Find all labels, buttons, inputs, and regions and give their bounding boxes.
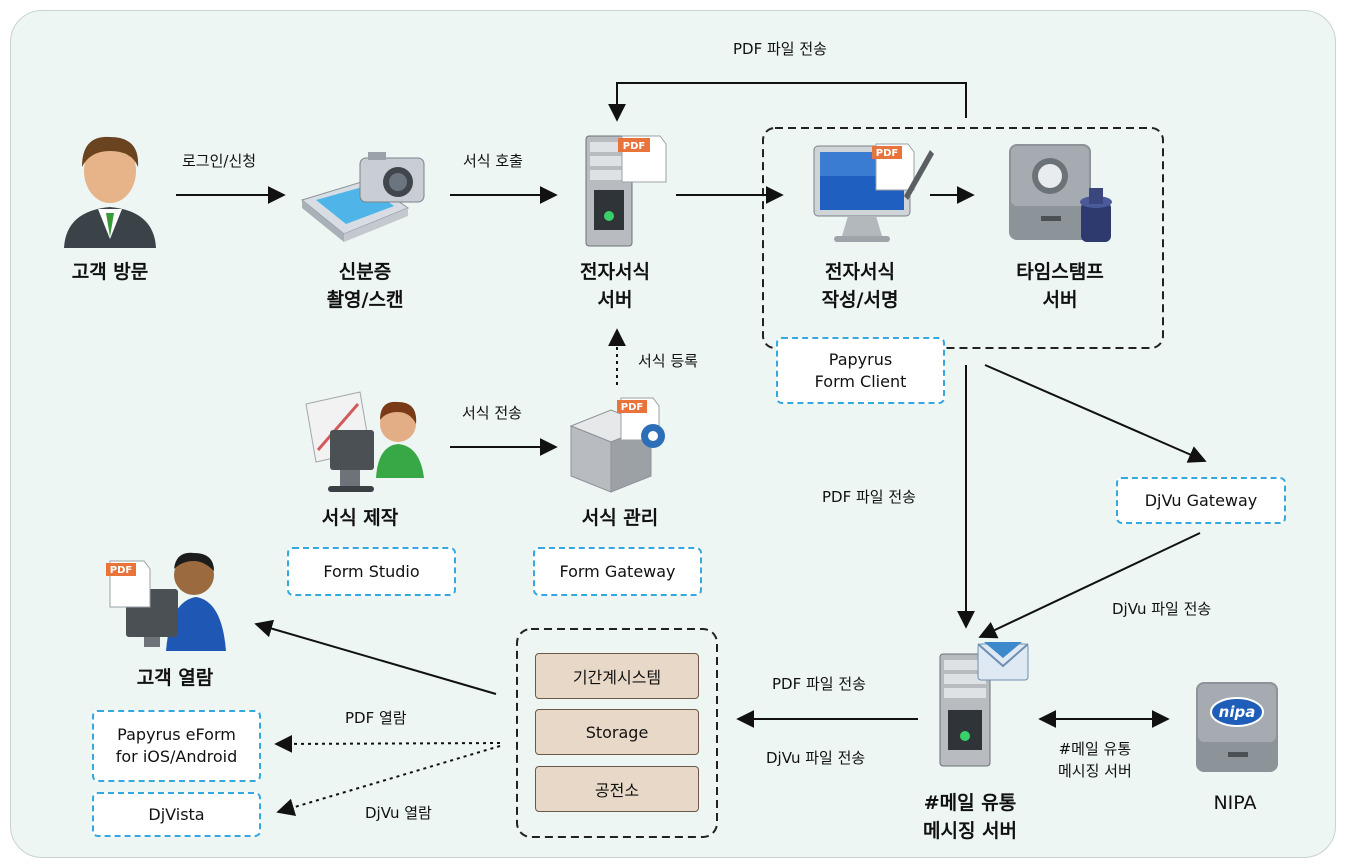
edge-label-pdf-top: PDF 파일 전송 — [733, 40, 827, 58]
edge-label-mail-nipa-line2: 메시징 서버 — [1058, 762, 1132, 780]
node-sign-label: 전자서식 작성/서명 — [800, 258, 920, 314]
tag-papyrus-line1: Papyrus — [828, 349, 893, 369]
node-tsa-line1: 타임스탬프 — [1016, 261, 1104, 283]
system-repo-text: 공전소 — [594, 781, 640, 800]
edge-label-form-send: 서식 전송 — [462, 404, 522, 422]
form-manager-icon: PDF — [569, 397, 665, 493]
node-eform-server-line1: 전자서식 — [580, 261, 650, 283]
edge-label-pdf-left: PDF 파일 전송 — [772, 675, 866, 693]
node-scan-line1: 신분증 — [338, 261, 392, 283]
arrow-djvu-to-mail — [978, 532, 1201, 639]
node-nipa-text: NIPA — [1213, 792, 1257, 814]
system-storage-text: Storage — [585, 722, 649, 742]
pdf-badge-text: PDF — [110, 565, 132, 576]
edge-label-mail-nipa: #메일 유통 메시징 서버 — [1058, 738, 1132, 782]
tag-eform-line2: for iOS/Android — [115, 747, 238, 766]
edge-label-form-register: 서식 등록 — [638, 352, 698, 370]
tag-papyrus-eform-mobile: Papyrus eForm for iOS/Android — [92, 710, 261, 782]
systems-group-box — [516, 628, 718, 838]
customer-view-icon: PDF — [106, 552, 226, 651]
tag-form-studio: Form Studio — [287, 547, 456, 596]
mail-server-icon — [939, 642, 1029, 767]
customer-icon — [64, 136, 156, 248]
tag-papyrus-form-client: Papyrus Form Client — [776, 337, 945, 404]
node-eform-server-line2: 서버 — [597, 289, 633, 311]
system-storage: Storage — [535, 709, 699, 755]
node-mail-server-line2: 메시징 서버 — [922, 820, 1017, 842]
pdf-badge-text: PDF — [623, 141, 645, 152]
node-tsa-label: 타임스탬프 서버 — [1000, 258, 1120, 314]
tag-form-gateway-text: Form Gateway — [559, 561, 676, 581]
node-form-manage-label: 서식 관리 — [560, 504, 680, 532]
tag-djvista: DjVista — [92, 792, 261, 837]
tag-djvu-gateway-text: DjVu Gateway — [1144, 490, 1258, 510]
arrow-pdf-view — [274, 734, 501, 753]
system-legacy-text: 기간계시스템 — [572, 668, 662, 687]
node-customer-view-text: 고객 열람 — [136, 667, 214, 689]
edge-label-login: 로그인/신청 — [182, 152, 257, 170]
nipa-logo-text: nipa — [1219, 703, 1256, 721]
system-certified-repository: 공전소 — [535, 766, 699, 812]
edge-label-mail-nipa-line1: #메일 유통 — [1058, 740, 1132, 758]
edge-label-djvu-to-mail: DjVu 파일 전송 — [1112, 600, 1212, 618]
eform-server-icon: PDF — [585, 135, 667, 247]
node-mail-server-line1: #메일 유통 — [923, 792, 1017, 814]
tag-djvista-text: DjVista — [148, 804, 205, 824]
designer-icon — [305, 391, 424, 492]
pdf-badge-text: PDF — [621, 402, 643, 413]
node-mail-server-label: #메일 유통 메시징 서버 — [905, 789, 1035, 845]
node-scan-line2: 촬영/스캔 — [326, 289, 404, 311]
tag-papyrus-line2: Form Client — [814, 371, 907, 391]
edge-label-djvu-view: DjVu 열람 — [365, 804, 432, 822]
scanner-camera-icon — [300, 152, 425, 242]
node-nipa-label: NIPA — [1195, 789, 1275, 817]
arrow-pdf-top — [608, 82, 967, 122]
node-visit-text: 고객 방문 — [71, 261, 149, 283]
nipa-drive-icon: nipa — [1196, 682, 1278, 772]
node-form-manage-text: 서식 관리 — [581, 507, 659, 529]
node-sign-line2: 작성/서명 — [821, 289, 899, 311]
pdf-badge-text: PDF — [876, 148, 898, 159]
sign-group-box — [762, 127, 1164, 349]
tag-djvu-gateway: DjVu Gateway — [1116, 477, 1286, 524]
tag-eform-line1: Papyrus eForm — [117, 725, 236, 744]
node-form-make-label: 서식 제작 — [300, 504, 420, 532]
edge-label-djvu-left: DjVu 파일 전송 — [766, 749, 866, 767]
node-visit-label: 고객 방문 — [60, 258, 160, 286]
node-eform-server-label: 전자서식 서버 — [565, 258, 665, 314]
tag-form-gateway: Form Gateway — [533, 547, 702, 596]
arrow-to-customer-view — [254, 619, 497, 695]
node-scan-label: 신분증 촬영/스캔 — [300, 258, 430, 314]
edge-label-pdf-view: PDF 열람 — [345, 709, 407, 727]
edge-label-form-call: 서식 호출 — [463, 152, 523, 170]
tag-form-studio-text: Form Studio — [323, 561, 420, 581]
node-tsa-line2: 서버 — [1042, 289, 1078, 311]
node-sign-line1: 전자서식 — [825, 261, 895, 283]
edge-label-pdf-down: PDF 파일 전송 — [822, 488, 916, 506]
node-customer-view-label: 고객 열람 — [115, 664, 235, 692]
system-legacy: 기간계시스템 — [535, 653, 699, 699]
monitor-sign-icon: PDF — [813, 143, 934, 242]
arrow-to-djvu-gw — [984, 364, 1207, 463]
timestamp-server-icon — [1009, 144, 1112, 242]
node-form-make-text: 서식 제작 — [321, 507, 399, 529]
